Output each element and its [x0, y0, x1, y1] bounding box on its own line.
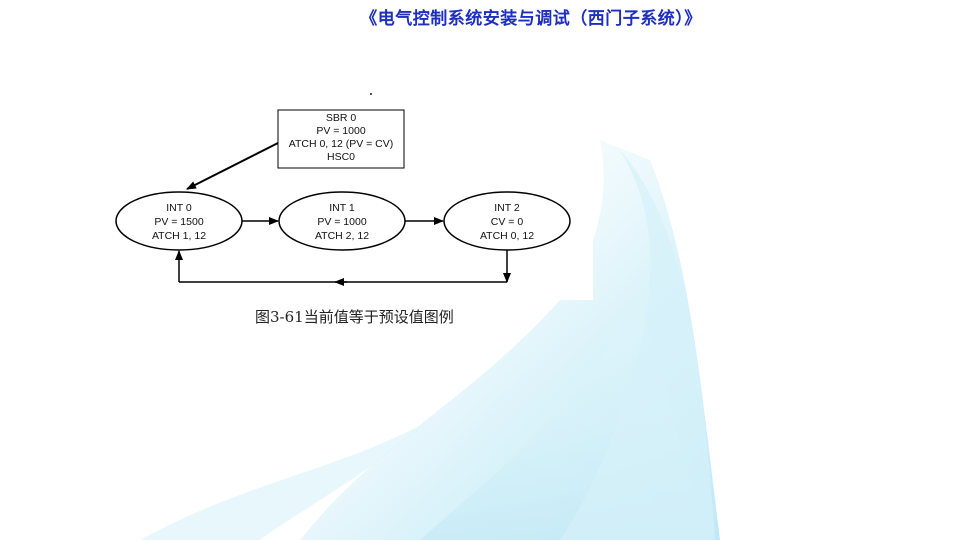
sbr-line-4: HSC0 [327, 151, 355, 163]
figure-caption: 图3-61当前值等于预设值图例 [255, 308, 454, 326]
sbr-line-3: ATCH 0, 12 (PV = CV) [289, 138, 394, 150]
node-int0: INT 0 PV = 1500 ATCH 1, 12 [115, 191, 243, 251]
int1-line-2: PV = 1000 [317, 216, 366, 228]
int2-line-3: ATCH 0, 12 [480, 230, 534, 242]
interrupt-flow-diagram: SBR 0 PV = 1000 ATCH 0, 12 (PV = CV) HSC… [115, 109, 571, 286]
int0-line-2: PV = 1500 [154, 216, 203, 228]
sbr-line-2: PV = 1000 [316, 125, 365, 137]
int1-line-3: ATCH 2, 12 [315, 230, 369, 242]
int0-line-3: ATCH 1, 12 [152, 230, 206, 242]
arrow-sbr-to-int0 [186, 142, 279, 190]
node-int2: INT 2 CV = 0 ATCH 0, 12 [443, 191, 571, 251]
stray-dot [370, 93, 372, 95]
sbr-line-1: SBR 0 [326, 112, 357, 124]
node-int1: INT 1 PV = 1000 ATCH 2, 12 [278, 191, 406, 251]
int1-line-1: INT 1 [329, 202, 355, 214]
int2-line-1: INT 2 [494, 202, 520, 214]
int0-line-1: INT 0 [166, 202, 192, 214]
loop-back-connector [175, 250, 511, 286]
page-title: 《电气控制系统安装与调试（西门子系统）》 [360, 9, 702, 29]
int2-line-2: CV = 0 [491, 216, 524, 228]
sbr-box: SBR 0 PV = 1000 ATCH 0, 12 (PV = CV) HSC… [277, 109, 405, 169]
